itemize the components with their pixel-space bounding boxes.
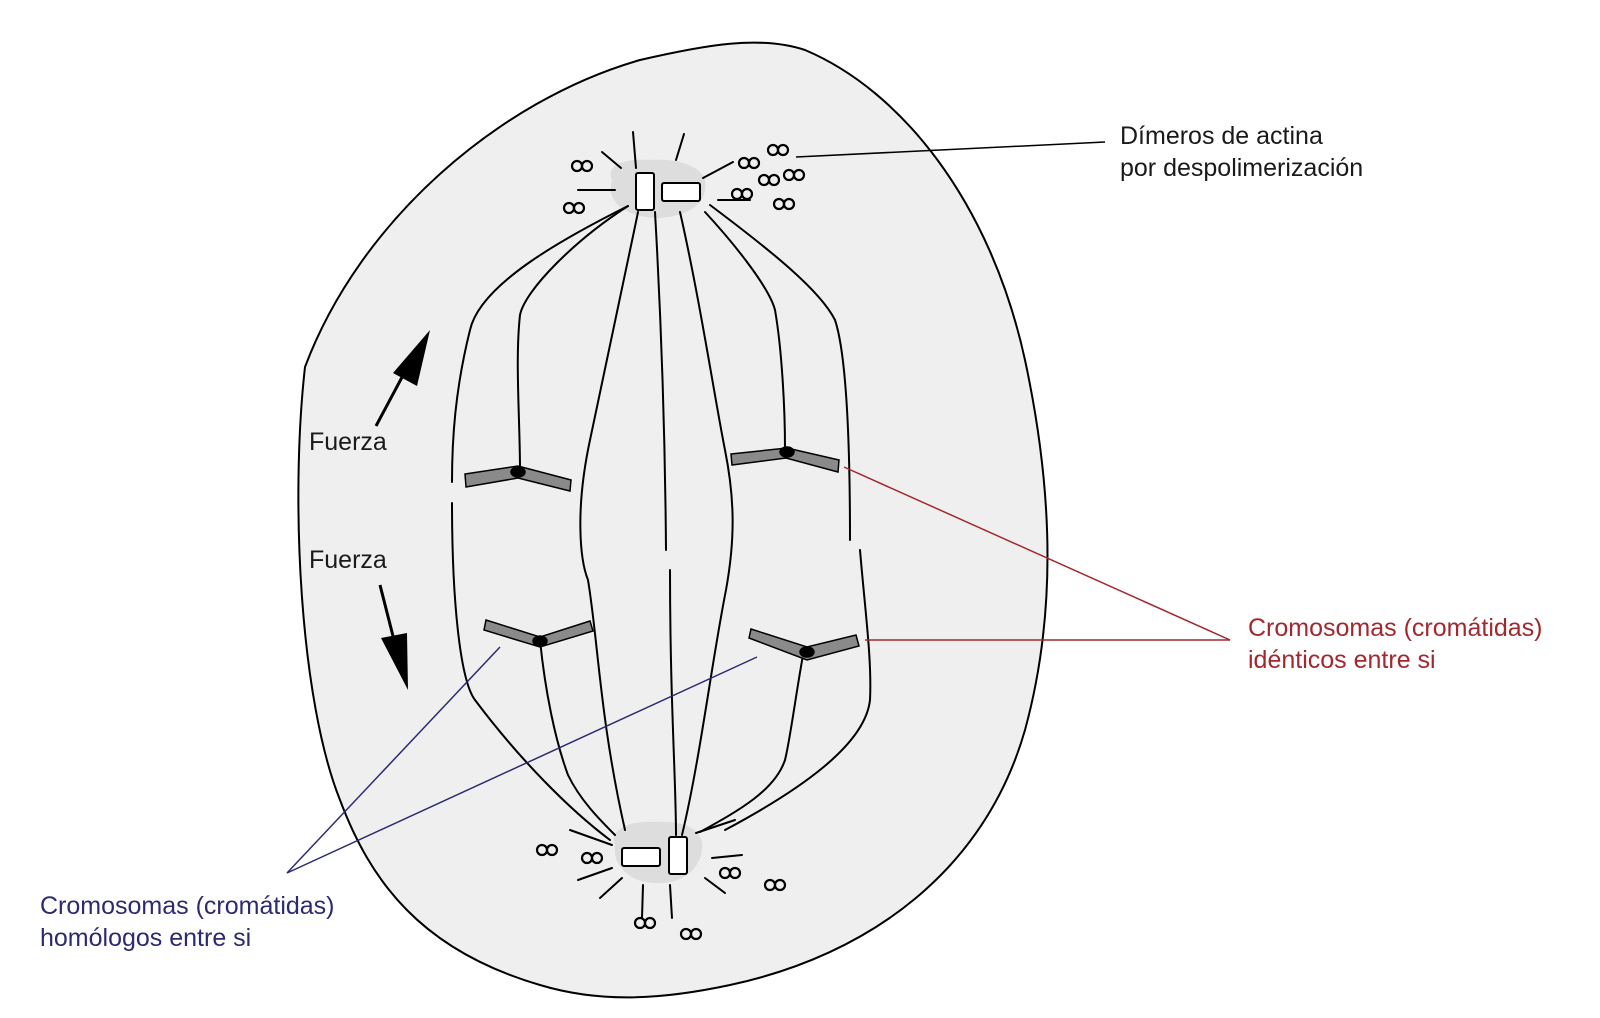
dimer-ring: [545, 843, 559, 857]
identical-chromosomes-label: Cromosomas (cromátidas) idénticos entre …: [1248, 612, 1543, 676]
identical-line-1: Cromosomas (cromátidas): [1248, 614, 1543, 642]
dimer-ring: [590, 851, 604, 865]
centromere: [799, 646, 815, 658]
centromere: [779, 446, 795, 458]
actin-dimers: [535, 143, 806, 941]
force-arrow-down: [378, 584, 408, 690]
homologous-chromosomes-label: Cromosomas (cromátidas) homólogos entre …: [40, 890, 335, 954]
actin-dimers-line-2: por despolimerización: [1120, 154, 1364, 182]
bottom-centriole-vertical: [668, 836, 688, 875]
force-arrow-up: [374, 330, 430, 427]
astral-rays: [569, 131, 751, 919]
actin-dimers-label: Dímeros de actina por despolimerización: [1120, 120, 1363, 184]
centromere: [510, 466, 526, 478]
spindle-fibers: [451, 204, 872, 841]
chromosomes: [464, 446, 860, 661]
homologous-line-2: homólogos entre si: [40, 924, 252, 952]
bottom-centriole-horizontal: [621, 847, 661, 867]
centromere: [532, 635, 548, 647]
dimer-ring: [782, 197, 796, 211]
homologous-line-1: Cromosomas (cromátidas): [40, 892, 335, 920]
dimer-ring: [572, 201, 586, 215]
dimer-ring: [747, 156, 761, 170]
dimer-ring: [773, 878, 787, 892]
dimer-ring: [776, 143, 790, 157]
chromosome-upper-left: [464, 465, 572, 492]
dimer-ring: [580, 159, 594, 173]
identical-leaders: [843, 466, 1231, 641]
dimer-ring: [740, 187, 754, 201]
actin-dimers-leader: [795, 141, 1106, 158]
dimer-ring: [767, 173, 781, 187]
force-down-label: Fuerza: [309, 546, 387, 574]
force-up-label: Fuerza: [309, 428, 387, 456]
dimer-ring: [728, 866, 742, 880]
top-centriole-vertical: [635, 172, 655, 211]
top-centriole-horizontal: [661, 182, 701, 202]
dimer-ring: [792, 168, 806, 182]
identical-line-2: idénticos entre si: [1248, 646, 1436, 674]
dimer-ring: [689, 927, 703, 941]
dimer-ring: [643, 916, 657, 930]
homologous-leaders: [286, 646, 758, 874]
top-centrosome-region: [610, 159, 706, 218]
actin-dimers-line-1: Dímeros de actina: [1120, 122, 1323, 150]
